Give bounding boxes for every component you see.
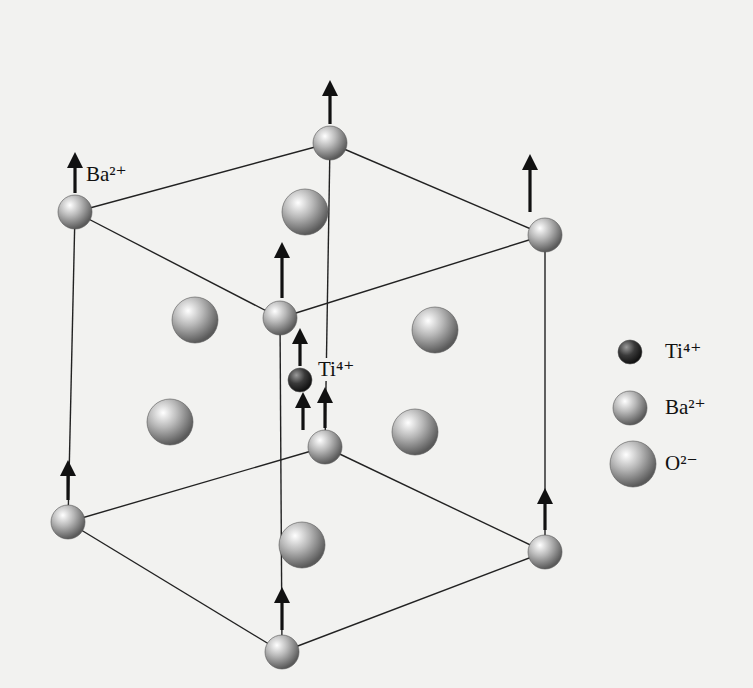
cell-edge — [544, 235, 545, 552]
ba-ion — [528, 535, 562, 569]
cell-edge — [280, 318, 282, 652]
displacement-arrow — [280, 595, 283, 630]
cell-edge — [68, 212, 75, 522]
ba-ion — [263, 301, 297, 335]
legend-sample — [613, 391, 647, 425]
ba-ion — [265, 635, 299, 669]
ba-ion — [51, 505, 85, 539]
ion-label: Ti⁴⁺ — [316, 358, 356, 381]
displacement-arrow — [66, 468, 69, 500]
ba-ion — [308, 430, 342, 464]
cell-edge — [280, 235, 545, 318]
cell-edge — [75, 212, 280, 318]
cell-edge — [325, 143, 330, 447]
displacement-arrow — [528, 162, 531, 212]
legend-sample — [610, 441, 656, 487]
o-ion — [392, 409, 438, 455]
ba-ion — [58, 195, 92, 229]
cell-edge — [330, 143, 545, 235]
atoms — [51, 126, 562, 669]
o-ion — [282, 189, 328, 235]
o-ion — [412, 307, 458, 353]
o-ion — [147, 399, 193, 445]
o-ion — [279, 522, 325, 568]
displacement-arrow — [328, 88, 331, 124]
displacement-arrow — [323, 395, 326, 428]
ba-ion — [313, 126, 347, 160]
legend-sample — [618, 340, 642, 364]
cell-edges — [68, 143, 545, 652]
polarization-arrows — [68, 88, 545, 630]
legend-text: Ti⁴⁺ — [663, 340, 703, 363]
legend-text: Ba²⁺ — [663, 396, 708, 419]
ba-ion — [528, 218, 562, 252]
displacement-arrow — [301, 400, 304, 430]
cell-edge — [68, 447, 325, 522]
o-ion — [172, 297, 218, 343]
displacement-arrow — [280, 250, 283, 298]
cell-edge — [282, 552, 545, 652]
ti-ion — [288, 368, 312, 392]
displacement-arrow — [543, 496, 546, 530]
legend-text: O²⁻ — [663, 452, 700, 475]
legend-samples — [610, 340, 656, 487]
displacement-arrow — [73, 160, 76, 193]
ion-label: Ba²⁺ — [84, 163, 129, 186]
cell-edge — [68, 522, 282, 652]
displacement-arrow — [298, 336, 301, 366]
cell-edge — [325, 447, 545, 552]
